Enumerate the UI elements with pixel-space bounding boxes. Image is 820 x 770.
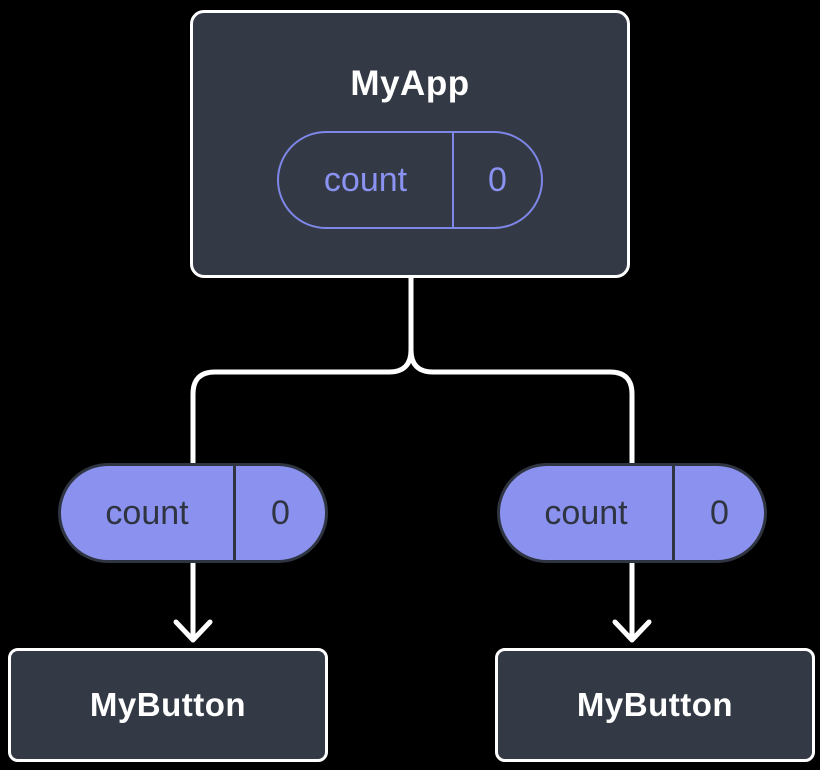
child-component-left-title: MyButton	[89, 686, 247, 723]
prop-pill-left-name: count	[61, 466, 236, 560]
state-pill: count 0	[277, 131, 543, 229]
prop-pill-right: count 0	[497, 463, 767, 563]
root-component-title: MyApp	[350, 64, 470, 103]
branch-right-connector	[408, 347, 635, 473]
prop-pill-left: count 0	[58, 463, 328, 563]
child-component-card-left: MyButton	[8, 648, 328, 762]
child-component-right-title: MyButton	[576, 686, 734, 723]
arrow-left-head	[173, 619, 213, 643]
prop-pill-right-value: 0	[710, 493, 729, 532]
state-pill-name: count	[279, 133, 454, 227]
child-component-card-right: MyButton	[495, 648, 815, 762]
prop-pill-right-name: count	[500, 466, 675, 560]
state-pill-value: 0	[488, 160, 507, 199]
root-component-card: MyApp count 0	[190, 10, 630, 278]
arrow-right-head	[612, 619, 652, 643]
branch-left-connector	[190, 270, 414, 473]
prop-pill-left-value: 0	[271, 493, 290, 532]
